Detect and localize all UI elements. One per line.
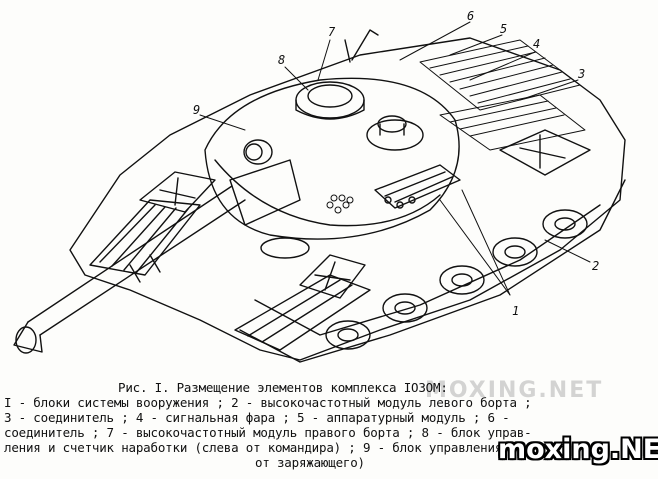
callout-2: 2 bbox=[592, 259, 599, 273]
callout-8: 8 bbox=[278, 53, 285, 67]
weapon-system-blocks bbox=[374, 164, 461, 209]
caption-title: Рис. I. Размещение элементов комплекса I… bbox=[118, 380, 448, 395]
watermark-faint: MOXING.NET bbox=[425, 378, 604, 403]
caption-line: I - блоки системы вооружения ; 2 - высок… bbox=[4, 395, 532, 410]
callout-6: 6 bbox=[467, 9, 474, 23]
callout-1: 1 bbox=[512, 304, 519, 318]
callout-4: 4 bbox=[533, 37, 540, 51]
caption-line: 3 - соединитель ; 4 - сигнальная фара ; … bbox=[4, 410, 510, 425]
antenna bbox=[344, 29, 379, 63]
front-fender bbox=[89, 199, 201, 276]
hull-outline bbox=[69, 37, 626, 361]
searchlight bbox=[243, 139, 273, 165]
turret bbox=[204, 77, 460, 240]
watermark-bold: moxing.NET bbox=[498, 434, 658, 465]
callout-5: 5 bbox=[500, 22, 507, 36]
driver-hatch bbox=[260, 237, 310, 259]
rear-box bbox=[499, 129, 591, 176]
front-box-right bbox=[299, 254, 366, 299]
callout-3: 3 bbox=[577, 67, 585, 81]
cupola-loader bbox=[366, 115, 424, 151]
leader-lines bbox=[199, 21, 591, 296]
callout-7: 7 bbox=[328, 25, 336, 39]
road-wheels bbox=[325, 209, 588, 350]
main-gun bbox=[13, 159, 301, 354]
caption-line: ления и счетчик наработки (слева от кома… bbox=[4, 440, 503, 455]
callout-9: 9 bbox=[193, 103, 200, 117]
track-side bbox=[239, 179, 626, 363]
caption-line: соединитель ; 7 - высокочастотный модуль… bbox=[4, 425, 532, 440]
tank-line-drawing: 1 2 3 4 5 6 7 8 9 bbox=[13, 9, 626, 363]
engine-deck bbox=[419, 39, 586, 151]
turret-bolts bbox=[326, 194, 354, 214]
cupola-commander bbox=[295, 81, 365, 120]
caption-line: от заряжающего) bbox=[255, 455, 365, 470]
front-box-left bbox=[139, 171, 216, 213]
